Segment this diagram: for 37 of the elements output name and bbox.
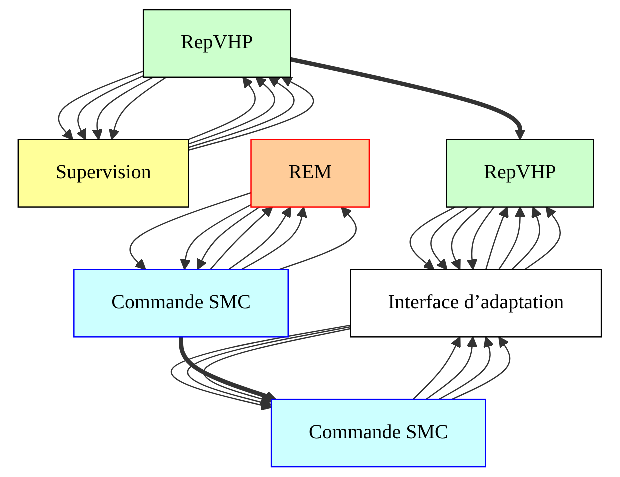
arrow [188,76,295,148]
arrow [188,76,276,145]
node-box: REM [250,139,370,208]
arrow [426,336,478,400]
arrow [58,70,144,140]
node-box: RepVHP [446,139,594,208]
node-box: RepVHP [142,9,292,78]
arrow [412,336,461,400]
node-box: Commande SMC [270,398,486,468]
arrow [498,206,526,270]
arrow [180,204,252,270]
arrow [228,206,292,270]
arrow [188,76,256,140]
arrow [466,206,495,270]
arrow [486,206,509,270]
arrow [452,336,511,400]
arrow [290,57,526,140]
arrow [130,192,252,270]
node-box: Supervision [18,139,190,208]
arrow [410,206,456,270]
node-box: Commande SMC [74,269,289,338]
arrow [279,206,357,270]
arrow [197,206,260,270]
arrow [108,76,167,140]
arrow [76,76,144,140]
arrow [242,206,308,270]
arrow [512,206,542,270]
arrow [438,336,494,400]
arrow [92,76,154,140]
arrow [204,328,351,405]
arrow [524,206,561,270]
arrow [430,206,469,270]
arrow [188,76,314,151]
arrow [450,206,482,270]
arrow [210,206,274,270]
arrow [179,337,277,402]
node-box: Interface d’adaptation [350,269,602,338]
